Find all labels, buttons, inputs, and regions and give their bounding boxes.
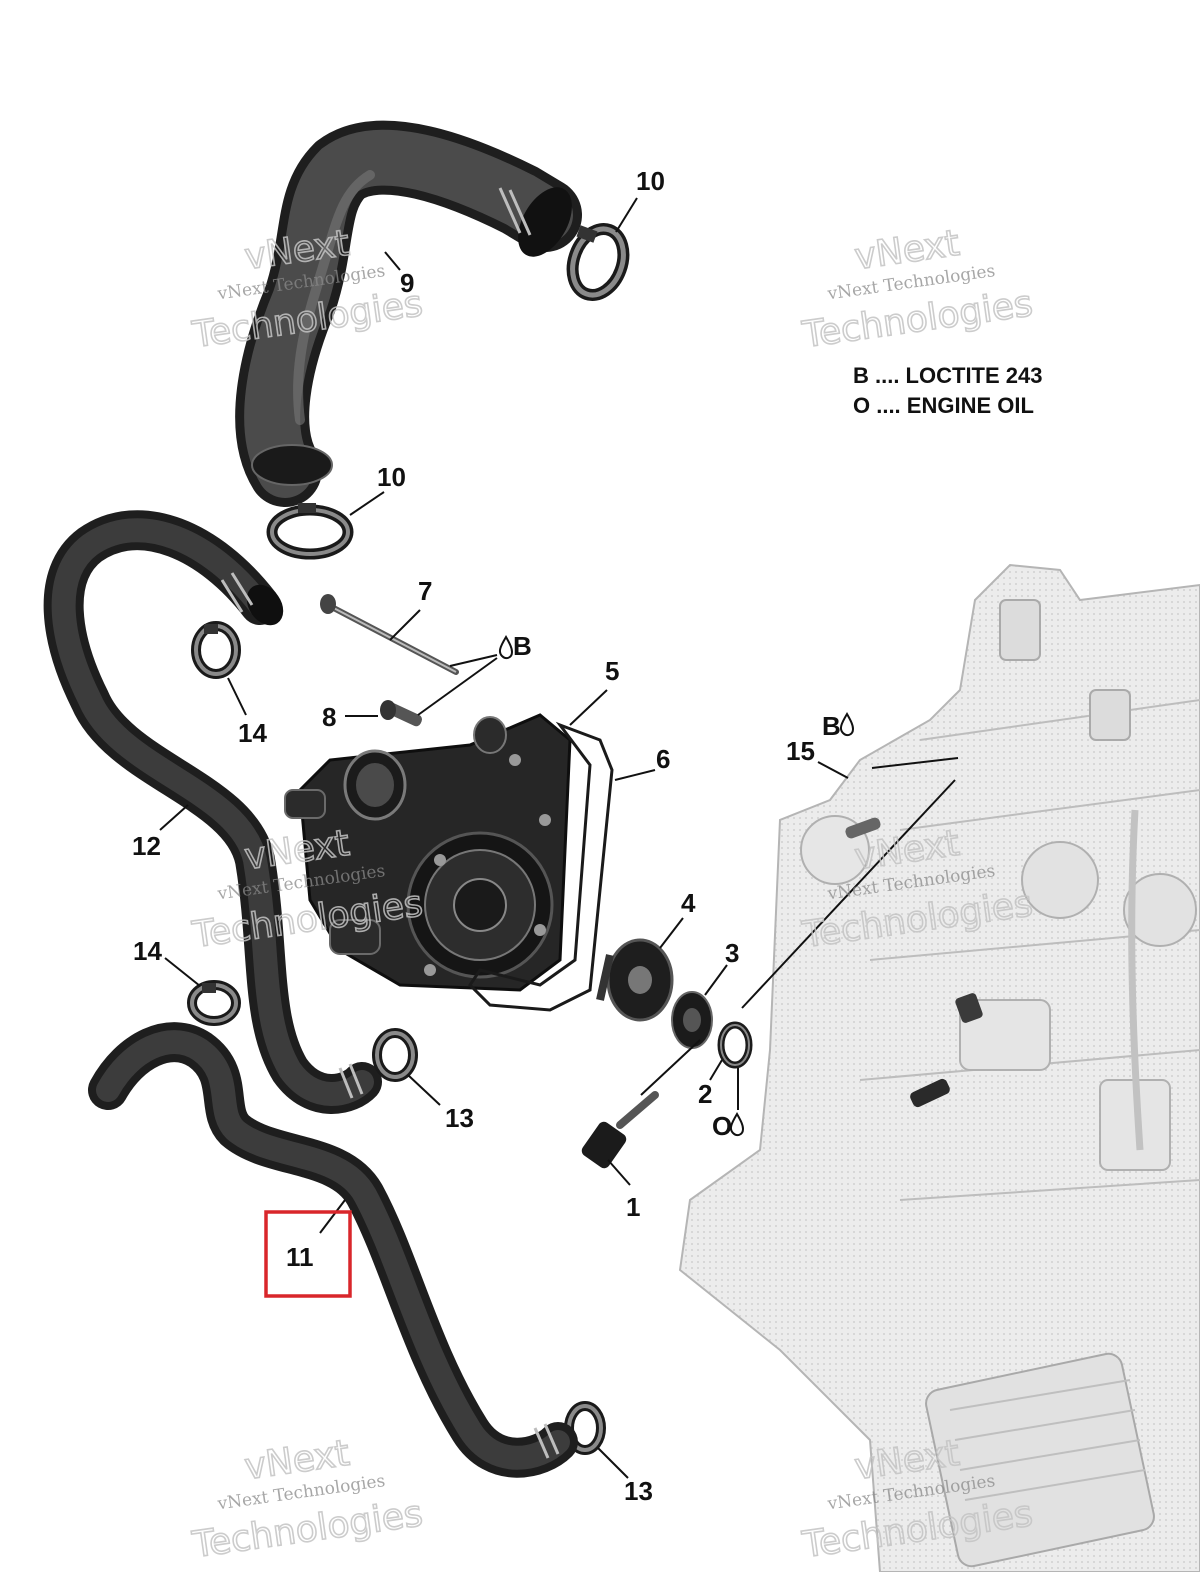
hose-11 (88, 1022, 578, 1478)
callout-1: 1 (626, 1192, 640, 1222)
callout-13-upper: 13 (445, 1103, 474, 1133)
seal-3 (671, 991, 713, 1049)
drop-icon (839, 712, 855, 737)
symbol-o-on-2: O (712, 1111, 745, 1141)
callout-3: 3 (725, 938, 739, 968)
drop-icon (729, 1112, 745, 1137)
clamp-13-upper (372, 1028, 418, 1082)
callout-15: 15 (786, 736, 815, 766)
callout-14-upper: 14 (238, 718, 267, 748)
callout-5: 5 (605, 656, 619, 686)
callout-4: 4 (681, 888, 696, 918)
svg-text:B: B (822, 711, 841, 741)
callout-12: 12 (132, 831, 161, 861)
hose-9 (235, 120, 582, 507)
watermark-top-left: vNext vNext Technologies Technologies (189, 222, 426, 357)
legend-line-loctite: B .... LOCTITE 243 (853, 363, 1042, 388)
svg-text:O: O (712, 1111, 732, 1141)
callout-10-lower: 10 (377, 462, 406, 492)
o-ring-2 (717, 1021, 753, 1069)
callout-labels: 10 9 10 7 8 5 6 4 3 2 1 15 14 12 14 13 1… (132, 166, 815, 1506)
drop-icon (498, 635, 514, 660)
clamp-14-upper (191, 621, 241, 679)
hose-12 (43, 510, 382, 1114)
watermark-top-right: vNext vNext Technologies Technologies (799, 222, 1036, 357)
legend: B .... LOCTITE 243 O .... ENGINE OIL (853, 363, 1042, 418)
callout-7: 7 (418, 576, 432, 606)
svg-text:B: B (513, 631, 532, 661)
gasket-6 (468, 721, 614, 1012)
callout-11: 11 (286, 1242, 314, 1272)
watermark-bottom-left: vNext vNext Technologies Technologies (189, 1432, 426, 1567)
legend-line-engine-oil: O .... ENGINE OIL (853, 393, 1034, 418)
symbol-b-on-15: B (822, 711, 855, 741)
leader-lines (159, 197, 959, 1479)
screw-8 (380, 700, 423, 727)
callout-2: 2 (698, 1079, 712, 1109)
clamp-10-lower (266, 503, 354, 560)
screw-15 (845, 817, 881, 839)
callout-14-lower: 14 (133, 936, 162, 966)
temperature-sensor-1 (581, 1091, 659, 1169)
callout-6: 6 (656, 744, 670, 774)
bolt-7 (320, 594, 459, 675)
impeller-4 (596, 938, 674, 1022)
callout-13-lower: 13 (624, 1476, 653, 1506)
clamp-14-lower (187, 980, 241, 1026)
engine-block (678, 563, 1200, 1572)
callout-10-upper: 10 (636, 166, 665, 196)
symbol-b-on-7-8: B (498, 631, 532, 661)
water-pump-housing-5 (284, 713, 572, 992)
highlight-box-11 (264, 1210, 352, 1298)
clamp-10-upper (566, 223, 630, 301)
callout-9: 9 (400, 268, 414, 298)
callout-8: 8 (322, 702, 336, 732)
